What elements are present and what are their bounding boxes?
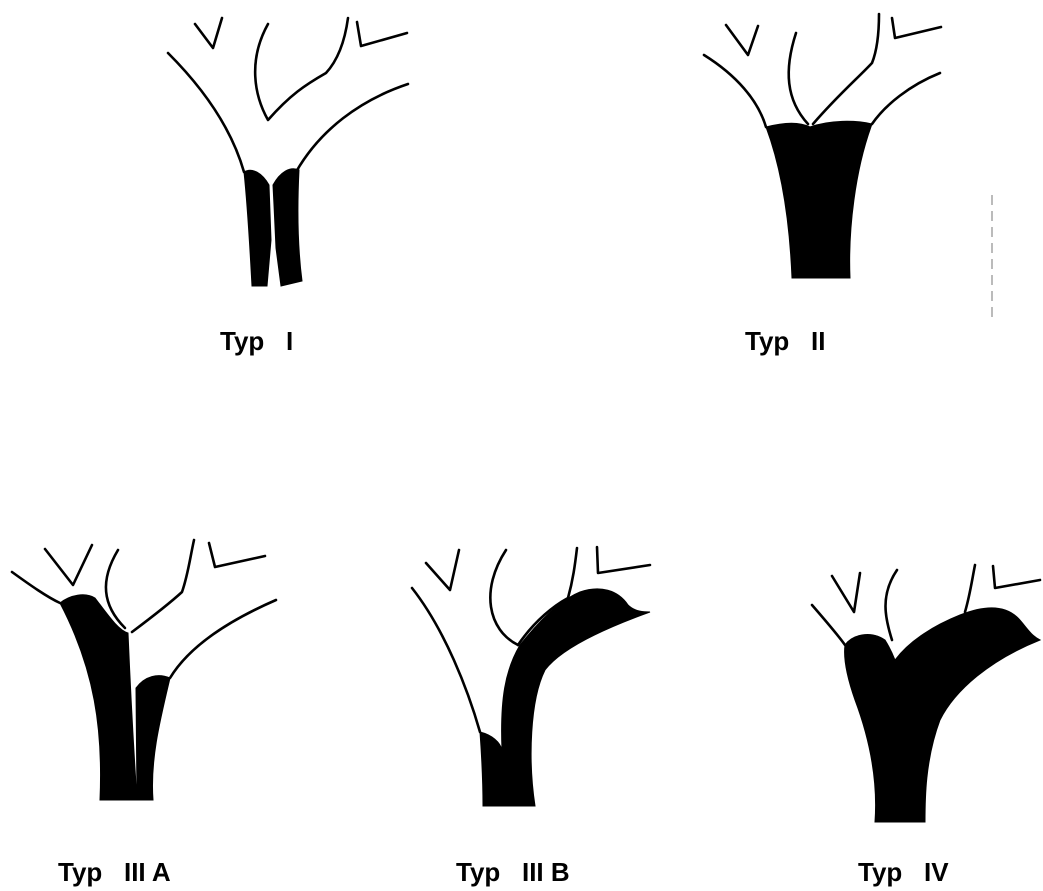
type-4-label: Typ IV <box>858 857 949 888</box>
panel-type-4 <box>0 0 1043 830</box>
type-3a-label: Typ III A <box>58 857 171 888</box>
type-4-left-branch-twig <box>832 573 860 612</box>
type-4-duct-diagram <box>0 0 1043 830</box>
type-4-right-branch-twig <box>993 566 1040 588</box>
type-4-left-duct-wall <box>812 605 845 645</box>
type-4-center-branch <box>965 565 975 612</box>
type-4-inner-left-branch <box>886 570 898 640</box>
type-3b-label: Typ III B <box>456 857 570 888</box>
type-4-tumor <box>845 608 1040 822</box>
